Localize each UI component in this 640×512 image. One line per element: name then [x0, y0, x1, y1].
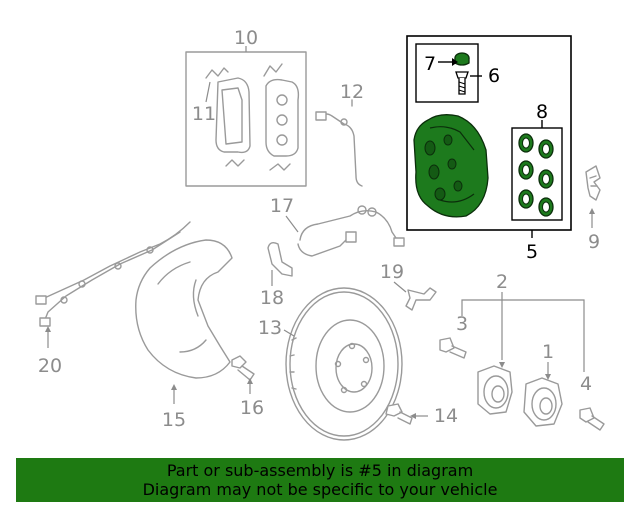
callout-7: 7 [424, 53, 436, 75]
dust-shield-part[interactable] [135, 239, 233, 379]
callout-15: 15 [162, 409, 186, 431]
callout-18: 18 [260, 287, 284, 309]
callout-17: 17 [270, 195, 294, 217]
callout-2: 2 [496, 271, 508, 293]
callout-14: 14 [434, 405, 458, 427]
callout-8: 8 [536, 101, 548, 123]
banner-line-2: Diagram may not be specific to your vehi… [142, 480, 498, 499]
banner-line-1: Part or sub-assembly is #5 in diagram [166, 461, 474, 480]
callout-20: 20 [38, 355, 62, 377]
wear-sensor-part[interactable] [315, 99, 363, 187]
callout-12: 12 [340, 81, 364, 103]
callout-3: 3 [456, 313, 468, 335]
callout-1: 1 [542, 341, 554, 363]
callout-10: 10 [234, 27, 258, 49]
caliper-assembly-box[interactable] [406, 35, 572, 238]
rotor-screw-part[interactable] [385, 403, 413, 425]
callout-16: 16 [240, 397, 264, 419]
callout-19: 19 [380, 261, 404, 283]
callout-4: 4 [580, 373, 592, 395]
brake-rotor-part[interactable] [285, 287, 403, 441]
abs-sensor-harness[interactable] [35, 221, 191, 327]
callout-9: 9 [588, 231, 600, 253]
callout-5: 5 [526, 241, 538, 263]
callout-13: 13 [258, 317, 282, 339]
brake-hose-part[interactable] [297, 205, 405, 257]
brake-caliper[interactable] [413, 114, 489, 218]
wheel-bearing-part[interactable] [523, 377, 563, 427]
hub-bolt-part[interactable] [579, 407, 605, 431]
shield-bolt-part[interactable] [231, 355, 255, 381]
callout-6: 6 [488, 65, 500, 87]
info-banner: Part or sub-assembly is #5 in diagram Di… [16, 458, 624, 502]
wheel-hub-part[interactable] [477, 365, 513, 415]
piston-seal-kit[interactable] [518, 133, 554, 217]
callout-11: 11 [192, 103, 216, 125]
caliper-clip-part[interactable] [585, 165, 601, 201]
hose-bracket-part[interactable] [267, 241, 293, 277]
brake-line-connector[interactable] [405, 287, 437, 311]
wheel-stud-part[interactable] [439, 337, 467, 359]
caliper-bolt-and-cap[interactable] [454, 52, 470, 95]
brake-pad-set-group[interactable] [185, 46, 307, 187]
